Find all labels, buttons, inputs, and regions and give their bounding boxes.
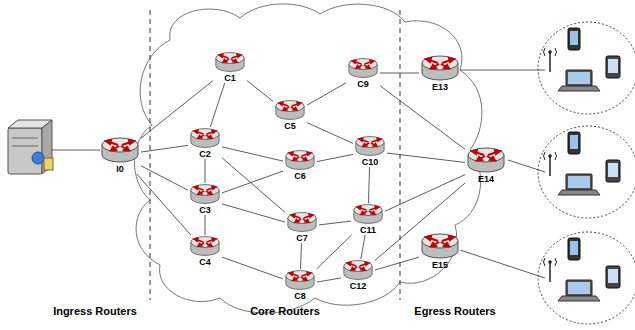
server-icon [8,120,53,174]
wireless-devices [544,238,621,301]
network-link [205,215,206,235]
network-link [375,183,465,260]
network-link [361,235,365,259]
router-node: C10 [353,135,387,167]
router-icon [420,54,460,82]
network-link [380,73,419,74]
router-label: C1 [213,73,247,83]
router-icon [274,99,306,121]
device-group [538,22,635,324]
router-node: C6 [283,149,317,181]
network-link [387,153,465,162]
router-node: I0 [99,136,141,174]
network-link [205,159,206,183]
network-link [141,145,188,152]
router-icon [284,269,316,291]
router-icon [214,51,246,73]
router-label: I0 [99,164,141,174]
router-label: C5 [273,121,307,131]
access-link [460,250,545,278]
router-node: E13 [419,54,461,92]
router-icon [189,183,221,205]
router-node: C11 [351,203,385,235]
router-label: C12 [341,281,375,291]
network-link [247,81,273,102]
router-label: E14 [465,174,507,184]
network-link [222,204,285,222]
access-link [460,70,545,71]
router-node: C8 [283,269,317,301]
network-link [222,171,283,193]
router-label: C9 [346,79,380,89]
router-node: C3 [188,183,222,215]
region-label: Ingress Routers [53,305,137,317]
network-link [210,83,224,127]
network-link [300,243,302,269]
separator-line [150,10,151,300]
router-label: C2 [188,149,222,159]
router-node: C9 [346,57,380,89]
router-node: C4 [188,235,222,267]
wireless-devices [544,28,621,91]
router-label: E15 [419,260,461,270]
router-icon [352,203,384,225]
router-node: C1 [213,51,247,83]
router-label: E13 [419,82,461,92]
region-label: Core Routers [250,305,320,317]
network-link [368,167,369,203]
cloud-outline [134,4,481,313]
router-icon [189,127,221,149]
wireless-devices [544,132,621,195]
network-link [319,221,351,225]
network-link [317,278,341,282]
server-link [52,150,100,151]
router-icon [100,136,140,164]
router-label: C10 [353,157,387,167]
router-node: C7 [285,211,319,243]
router-node: E14 [465,146,507,184]
router-node: C2 [188,127,222,159]
region-label: Egress Routers [414,305,495,317]
router-label: C7 [285,233,319,243]
router-icon [347,57,379,79]
router-label: C3 [188,205,222,215]
router-icon [189,235,221,257]
router-node: E15 [419,232,461,270]
router-node: C12 [341,259,375,291]
router-label: C6 [283,171,317,181]
network-link [307,123,353,144]
network-link [222,158,285,213]
router-icon [354,135,386,157]
network-link [222,147,283,161]
network-link [317,154,353,161]
network-link [375,257,419,270]
network-link [307,83,346,105]
network-link [222,257,283,279]
router-label: C4 [188,257,222,267]
router-icon [342,259,374,281]
router-icon [466,146,506,174]
router-node: C5 [273,99,307,131]
router-label: C11 [351,225,385,235]
router-icon [420,232,460,260]
access-link [508,160,545,172]
network-link [137,174,191,235]
network-link [380,86,465,150]
router-icon [286,211,318,233]
router-icon [284,149,316,171]
router-label: C8 [283,291,317,301]
